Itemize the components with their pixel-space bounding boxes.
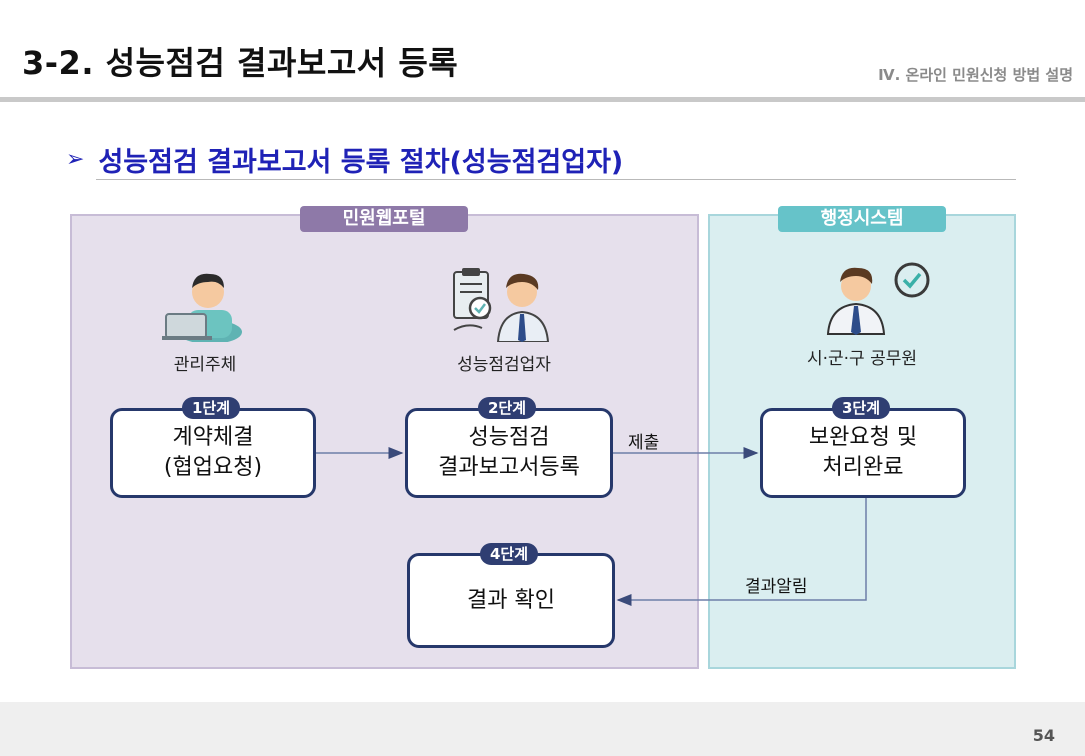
stage-3-line1: 보완요청 및 [808, 425, 918, 451]
stage-1-box: 계약체결 (협업요청) [110, 408, 316, 498]
stage-1-badge: 1단계 [182, 397, 241, 419]
portal-tag: 민원웹포털 [300, 206, 468, 232]
admin-tag: 행정시스템 [778, 206, 946, 232]
inspector-label: 성능점검업자 [457, 355, 551, 375]
stage-1-line2: (협업요청) [163, 455, 263, 480]
page-number: 54 [1032, 726, 1055, 745]
stage-2-line1: 성능점검 [468, 425, 550, 451]
official-person-icon [826, 262, 930, 335]
stage-3-box: 보완요청 및 처리완료 [760, 408, 966, 498]
stage-2-line2: 결과보고서등록 [438, 455, 580, 480]
subtitle-divider [96, 179, 1016, 180]
official-label: 시·군·구 공무원 [806, 349, 918, 369]
page-title: 3-2. 성능점검 결과보고서 등록 [22, 44, 459, 82]
notify-label: 결과알림 [745, 577, 808, 597]
stage-2-badge: 2단계 [478, 397, 537, 419]
manager-label: 관리주체 [173, 355, 237, 375]
stage-4-line1: 결과 확인 [467, 587, 555, 613]
subtitle: ➢ 성능점검 결과보고서 등록 절차(성능점검업자) [66, 140, 623, 179]
submit-label: 제출 [628, 433, 660, 453]
stage-4-badge: 4단계 [480, 543, 539, 565]
footer-bar [0, 702, 1085, 756]
manager-person-icon [162, 273, 242, 342]
stage-3-line2: 처리완료 [822, 455, 904, 480]
stage-1-line1: 계약체결 [172, 425, 254, 451]
stage-3-badge: 3단계 [832, 397, 891, 419]
inspector-person-icon [453, 268, 550, 342]
stage-2-box: 성능점검 결과보고서등록 [405, 408, 613, 498]
title-divider [0, 97, 1085, 102]
arrow-stage3-to-stage4 [616, 498, 867, 606]
stage-4-box: 결과 확인 [407, 553, 615, 648]
arrow-bullet-icon: ➢ [66, 147, 85, 172]
subtitle-text: 성능점검 결과보고서 등록 절차(성능점검업자) [98, 147, 624, 178]
section-label: Ⅳ. 온라인 민원신청 방법 설명 [878, 66, 1073, 84]
